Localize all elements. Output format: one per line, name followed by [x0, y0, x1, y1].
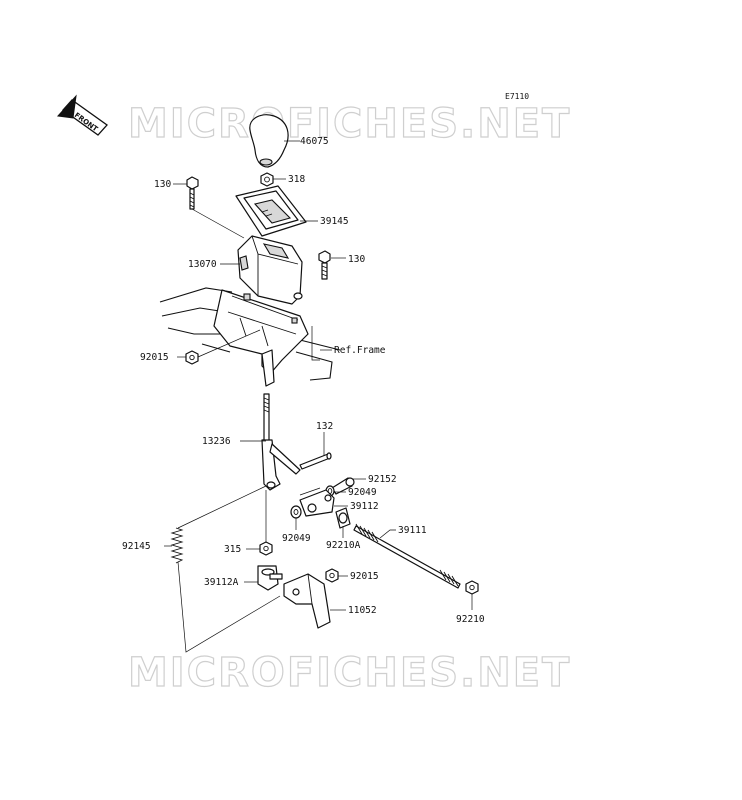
rod-39111 [353, 523, 461, 589]
label-132: 132 [316, 421, 333, 432]
mount-bracket [213, 289, 309, 387]
label-92210: 92210 [456, 614, 485, 625]
label-13236: 13236 [202, 436, 231, 447]
label-39112A: 39112A [204, 577, 239, 588]
bolt-130-right [318, 250, 331, 280]
pin-132 [299, 452, 332, 470]
ball-joint-39112A [257, 565, 283, 591]
label-315: 315 [224, 544, 241, 555]
front-arrow-icon: FRONT [56, 94, 108, 136]
label-13070: 13070 [188, 259, 217, 270]
spring-92145 [170, 527, 184, 564]
ref-frame-label: Ref.Frame [334, 345, 386, 356]
washer-92049-left [290, 505, 302, 519]
label-130-right: 130 [348, 254, 365, 265]
shift-knob [249, 114, 289, 168]
label-92145: 92145 [122, 541, 151, 552]
label-92015-top: 92015 [140, 352, 169, 363]
label-39111: 39111 [398, 525, 427, 536]
bolt-130-left [186, 176, 199, 210]
watermark-top: MICROFICHES.NET [128, 101, 571, 147]
nut-318 [260, 172, 274, 187]
diagram-code: E7110 [505, 92, 529, 101]
shift-guide-13070 [237, 235, 303, 305]
nut-92015-top [185, 350, 199, 365]
label-46075: 46075 [300, 136, 329, 147]
nut-92210 [465, 580, 479, 595]
label-92049-right: 92049 [348, 487, 377, 498]
collar-92210A [335, 507, 351, 529]
label-39112: 39112 [350, 501, 379, 512]
label-39145: 39145 [320, 216, 349, 227]
label-92049-left: 92049 [282, 533, 311, 544]
lever-39112 [299, 489, 335, 517]
label-318: 318 [288, 174, 305, 185]
label-130-left: 130 [154, 179, 171, 190]
bracket-11052 [283, 573, 331, 629]
cover-plate-39145 [235, 185, 307, 237]
shift-rod-13236 [261, 393, 301, 491]
label-92015-bottom: 92015 [350, 571, 379, 582]
label-92152: 92152 [368, 474, 397, 485]
watermark-bottom: MICROFICHES.NET [128, 650, 571, 696]
label-11052: 11052 [348, 605, 377, 616]
label-92210A: 92210A [326, 540, 361, 551]
nut-315 [259, 541, 273, 556]
nut-92015-bottom [325, 568, 339, 583]
